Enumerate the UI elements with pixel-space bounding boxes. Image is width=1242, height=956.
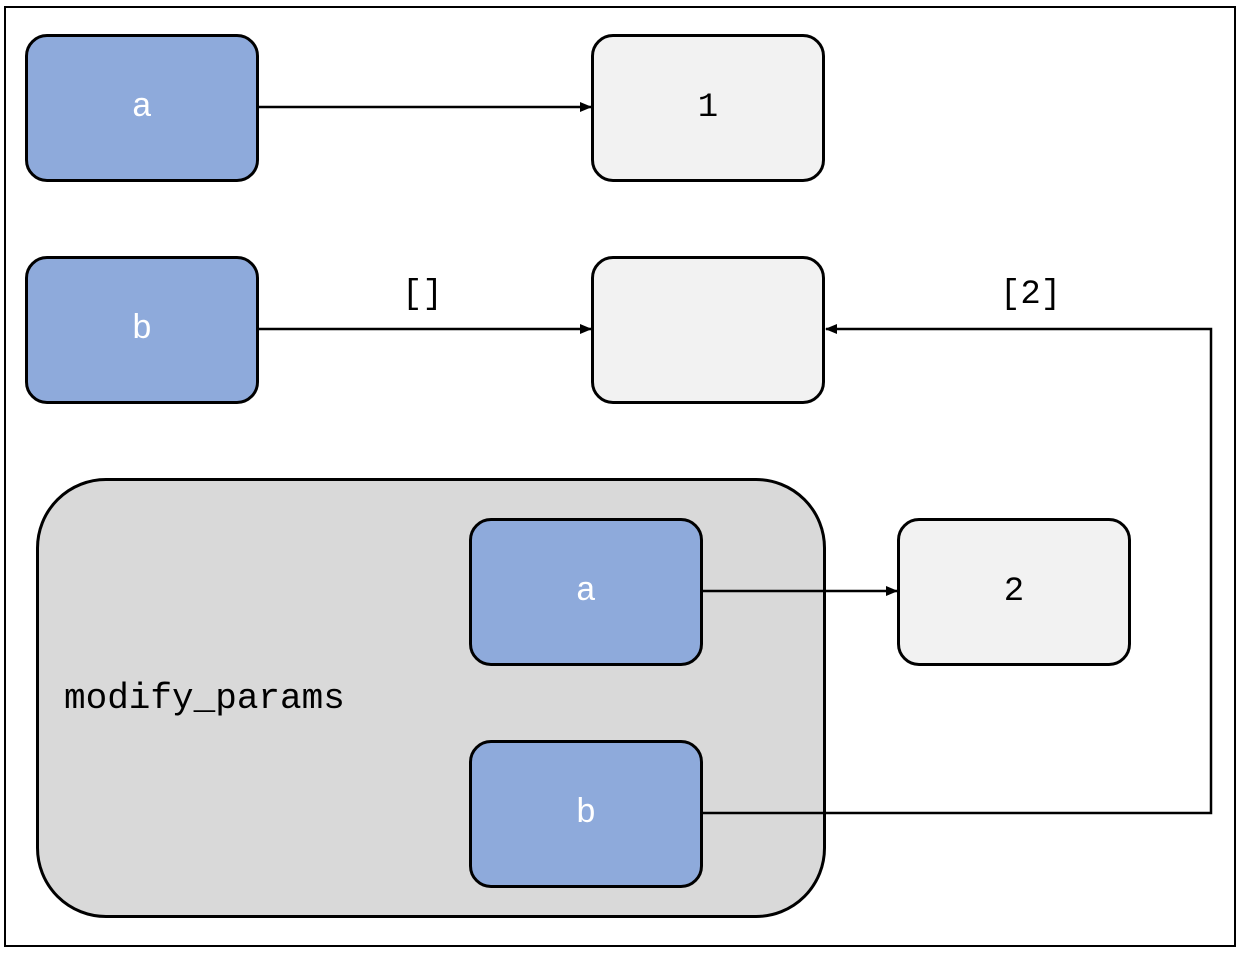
function-name: modify_params <box>64 678 345 719</box>
value-1: 1 <box>591 34 825 182</box>
global-variable-b: b <box>25 256 259 404</box>
function-variable-b: b <box>469 740 703 888</box>
arrow-func-b-to-list <box>703 324 1213 815</box>
value-2: 2 <box>897 518 1131 666</box>
value-list <box>591 256 825 404</box>
global-variable-a: a <box>25 34 259 182</box>
edge-label-global-b: [] <box>402 276 443 314</box>
edge-label-function-b: [2] <box>1000 276 1062 314</box>
function-variable-a: a <box>469 518 703 666</box>
